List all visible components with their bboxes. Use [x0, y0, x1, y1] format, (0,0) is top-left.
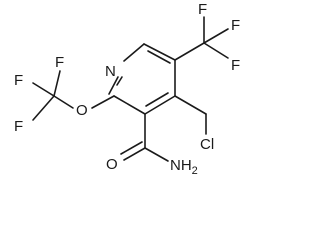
- atom-f-right-2: F: [231, 17, 240, 34]
- bond-o-cf3: [53, 95, 74, 109]
- atom-f-left-3: F: [14, 118, 23, 135]
- bond-camide-o-1: [123, 147, 146, 161]
- bond-c6-c5: [143, 43, 176, 61]
- bond-cf3-f-right: [203, 28, 229, 44]
- atom-f-right-3: F: [231, 57, 240, 74]
- bond-n-c2: [108, 76, 119, 95]
- atom-ether-o: O: [76, 102, 88, 119]
- amide-nh-label: NH: [170, 157, 192, 174]
- bonds: [32, 16, 229, 162]
- atom-f-right-1: F: [198, 1, 207, 18]
- bond-cf3-f-bottom: [203, 42, 229, 59]
- atom-f-left-2: F: [14, 72, 23, 89]
- atom-amide-n: NH2: [170, 157, 198, 177]
- bond-c2-o: [91, 95, 115, 109]
- bond-camide-o-2: [120, 141, 143, 155]
- amide-h-subscript: 2: [192, 165, 198, 177]
- bond-c3-c2: [113, 95, 146, 115]
- bond-cf3-f1: [53, 70, 61, 97]
- bond-n-c6: [123, 43, 145, 62]
- atom-ring-n: N: [105, 63, 116, 80]
- bond-c4-c3-inner: [145, 92, 169, 107]
- atom-carbonyl-o: O: [106, 156, 118, 173]
- bond-cf3-f3: [32, 95, 55, 121]
- bond-c2-n-inner: [116, 76, 123, 86]
- bond-c4-c3: [144, 95, 176, 115]
- atom-f-left-1: F: [55, 54, 64, 71]
- bond-cf3-f2: [32, 82, 55, 97]
- bond-c5-cf3: [174, 42, 205, 61]
- bond-c4-ch2: [174, 95, 207, 115]
- structure-diagram: N O F F F F F F Cl O NH2: [14, 1, 240, 177]
- atom-chlorine: Cl: [200, 136, 214, 153]
- atom-labels: N O F F F F F F Cl O NH2: [14, 1, 240, 177]
- bond-c6-c5-inner: [147, 50, 171, 64]
- bond-camide-n: [144, 147, 169, 162]
